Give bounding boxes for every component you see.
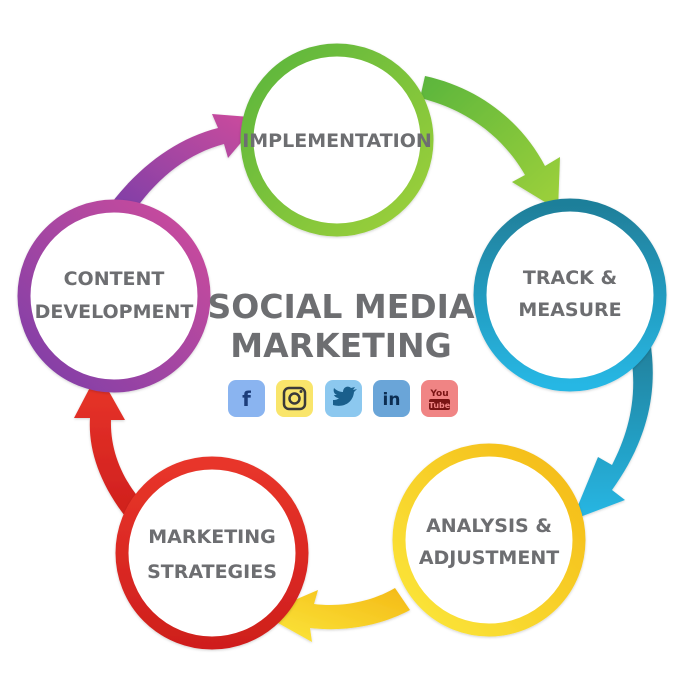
center-title-line1: SOCIAL MEDIA <box>208 287 475 326</box>
arrow-strategies-to-content <box>74 372 145 520</box>
arrow-analysis-to-strategies <box>262 588 410 642</box>
node-content-label-line2: DEVELOPMENT <box>35 301 194 323</box>
node-implementation: IMPLEMENTATION <box>240 43 434 237</box>
twitter-icon <box>325 380 362 417</box>
node-strategies-label-line1: MARKETING <box>148 526 275 548</box>
social-icons-row: f in You Tube <box>228 380 458 417</box>
node-analysis-label-line2: ADJUSTMENT <box>419 547 559 569</box>
node-analysis-label-line1: ANALYSIS & <box>426 515 552 537</box>
node-strategies-label-line2: STRATEGIES <box>147 561 277 583</box>
arrow-track-to-analysis <box>572 340 653 520</box>
node-content-development: CONTENT DEVELOPMENT <box>17 199 211 393</box>
node-track-measure: TRACK & MEASURE <box>473 198 667 392</box>
node-marketing-strategies: MARKETING STRATEGIES <box>115 456 309 650</box>
instagram-icon <box>276 380 313 417</box>
node-content-label-line1: CONTENT <box>64 268 165 290</box>
facebook-icon: f <box>228 380 265 417</box>
node-track-measure-label-line1: TRACK & <box>523 267 617 289</box>
arrow-content-to-implementation <box>110 114 262 210</box>
node-analysis-adjustment: ANALYSIS & ADJUSTMENT <box>392 443 586 637</box>
youtube-icon-tube: Tube <box>429 401 451 410</box>
arrow-implementation-to-track <box>420 76 560 210</box>
svg-text:in: in <box>383 390 401 410</box>
node-implementation-label: IMPLEMENTATION <box>242 130 432 152</box>
node-track-measure-label-line2: MEASURE <box>518 299 621 321</box>
youtube-icon-you: You <box>429 389 448 399</box>
svg-text:f: f <box>242 387 251 411</box>
youtube-icon: You Tube <box>421 380 458 417</box>
linkedin-icon: in <box>373 380 410 417</box>
center-title-line2: MARKETING <box>230 326 451 365</box>
